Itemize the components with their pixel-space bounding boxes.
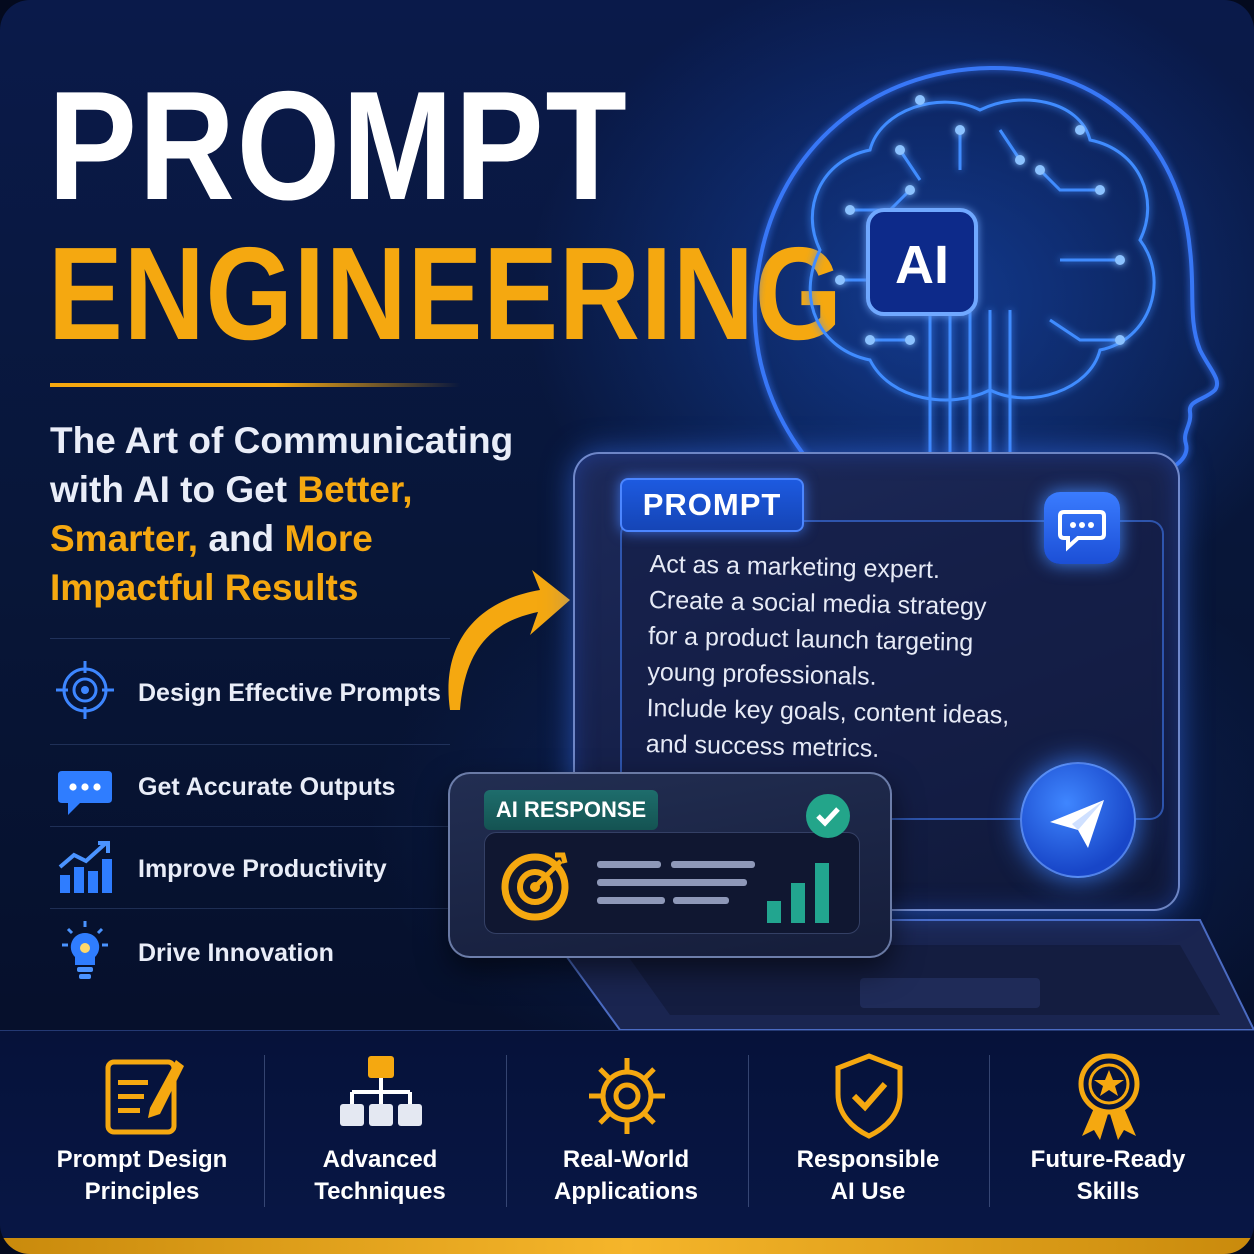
prompt-tag: PROMPT <box>620 478 804 532</box>
bottom-gold-strip <box>0 1238 1254 1254</box>
feature-item-productivity: Improve Productivity <box>50 826 450 909</box>
ai-response-content <box>484 832 860 934</box>
tagline-highlight-2: More Impactful Results <box>50 518 373 608</box>
response-illustration <box>501 852 829 923</box>
ai-badge-label: AI <box>895 235 949 295</box>
label-line: Real-World <box>562 1146 690 1173</box>
medal-icon <box>1078 1053 1140 1140</box>
feature-label: Drive Innovation <box>138 939 334 967</box>
label-line: Skills <box>1076 1178 1140 1205</box>
feature-item-innovation: Drive Innovation <box>50 908 450 991</box>
bottom-item-label: Responsible AI Use <box>748 1144 988 1208</box>
divider <box>989 1055 990 1207</box>
paper-plane-icon <box>1050 800 1104 848</box>
label-line: Techniques <box>314 1178 446 1205</box>
feature-item-accuracy: Get Accurate Outputs <box>50 744 450 827</box>
edit-document-icon <box>105 1059 184 1135</box>
tagline: The Art of Communicating with AI to Get … <box>50 416 530 612</box>
send-button[interactable] <box>1020 762 1136 878</box>
bottom-item-responsible: Responsible AI Use <box>748 1040 988 1230</box>
label-line: Principles <box>84 1178 200 1205</box>
prompt-text: Act as a marketing expert. Create a soci… <box>645 546 1069 771</box>
label-line: Prompt Design <box>56 1146 228 1173</box>
tagline-text-1: The Art of Communicating with AI to Get <box>50 420 514 510</box>
feature-label: Design Effective Prompts <box>138 679 441 707</box>
check-icon <box>806 794 850 838</box>
title-line-2: ENGINEERING <box>48 220 843 367</box>
feature-label: Get Accurate Outputs <box>138 773 396 801</box>
tagline-text-2: and <box>198 518 285 559</box>
mini-bar-chart-icon <box>767 901 781 923</box>
target-icon <box>501 853 569 921</box>
gear-icon <box>589 1058 665 1134</box>
curved-arrow-icon <box>448 570 570 710</box>
shield-check-icon <box>835 1053 903 1139</box>
label-line: Responsible <box>796 1146 940 1173</box>
lightbulb-icon <box>62 921 108 979</box>
ai-brain-head-icon: AI <box>752 65 1220 512</box>
divider <box>264 1055 265 1207</box>
hierarchy-icon <box>340 1056 422 1126</box>
ai-response-tag: AI RESPONSE <box>484 790 658 830</box>
bar-chart-icon <box>58 841 112 893</box>
chat-bubble-icon <box>58 771 112 815</box>
feature-item-design: Design Effective Prompts <box>50 638 450 721</box>
chat-badge[interactable] <box>1044 492 1120 564</box>
label-line: Applications <box>553 1178 698 1205</box>
divider <box>506 1055 507 1207</box>
chat-icon <box>1058 510 1106 552</box>
tagline-highlight-1: Better, Smarter, <box>50 469 413 559</box>
label-line: AI Use <box>830 1178 906 1205</box>
divider <box>748 1055 749 1207</box>
title-line-1: PROMPT <box>48 59 629 232</box>
label-line: Future-Ready <box>1030 1146 1186 1173</box>
feature-label: Improve Productivity <box>138 855 387 883</box>
title-underline <box>50 383 460 387</box>
label-line: Advanced <box>322 1146 438 1173</box>
target-icon <box>56 661 114 719</box>
